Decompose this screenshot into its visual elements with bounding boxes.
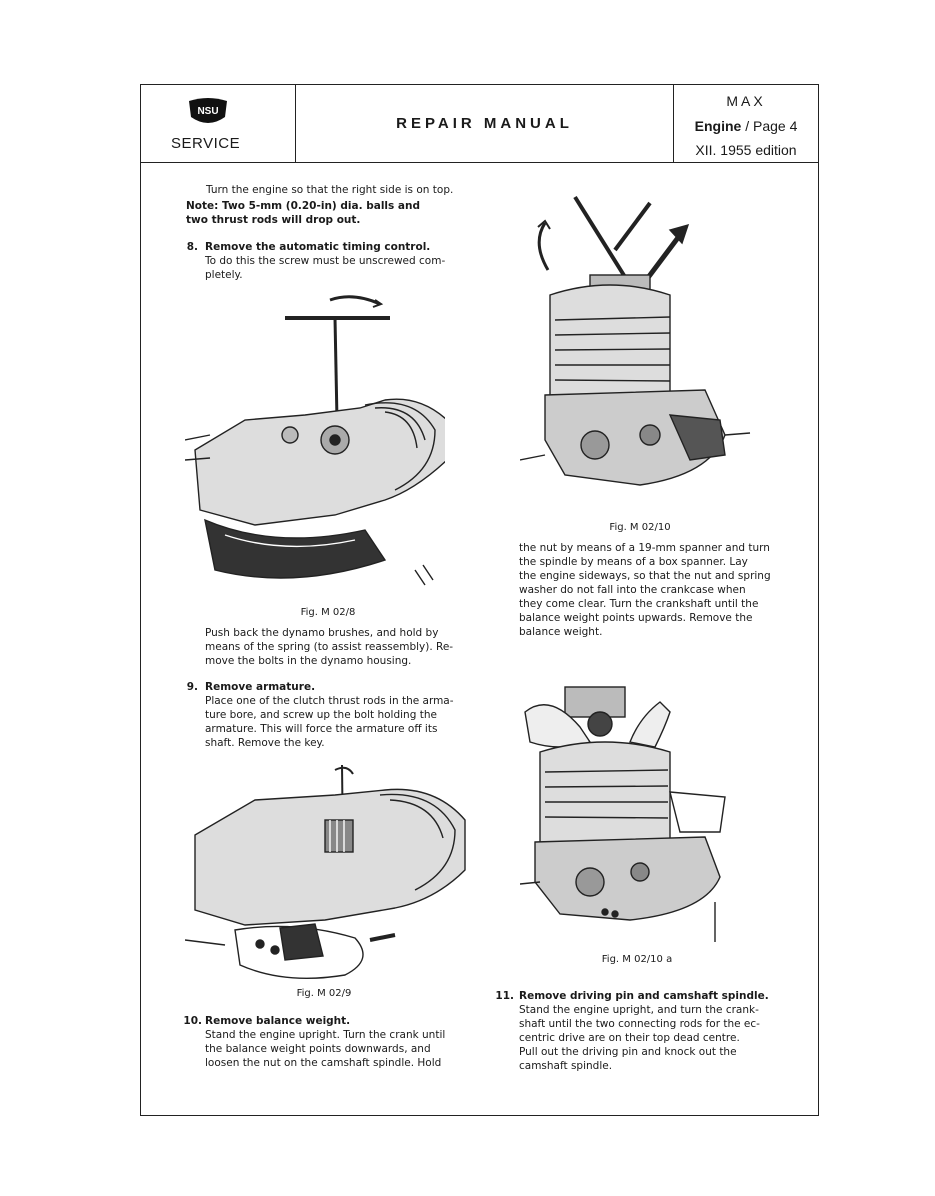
step-10-title: Remove balance weight. (205, 1015, 351, 1027)
note-text: Note: Two 5-mm (0.20-in) dia. balls and … (186, 200, 420, 226)
armature-removal-illustration (185, 764, 466, 980)
step-8-number: 8. (186, 241, 198, 253)
nsu-logo-icon: NSU (189, 98, 227, 123)
header-logo-cell: NSU SERVICE (141, 85, 296, 162)
after-fig10-text: the nut by means of a 19-mm spanner and … (519, 542, 771, 638)
edition-label: XII. 1955 edition (695, 142, 797, 158)
step-9-title: Remove armature. (205, 681, 316, 693)
page-number: / Page 4 (741, 118, 798, 134)
service-label: SERVICE (171, 135, 241, 152)
header-meta-cell: MAX Engine / Page 4 XII. 1955 edition (674, 85, 818, 162)
fig-m02-10-caption: Fig. M 02/10 (609, 522, 671, 533)
step-11-body: Stand the engine upright, and turn the c… (519, 1004, 760, 1072)
logo-text: NSU (197, 106, 218, 117)
step-8-title: Remove the automatic timing control. (205, 241, 431, 253)
engine-hands-illustration (520, 686, 726, 942)
step-10-number: 10. (183, 1015, 202, 1027)
step-11-title: Remove driving pin and camshaft spindle. (519, 990, 769, 1002)
manual-title: REPAIR MANUAL (396, 115, 573, 132)
page-indicator: Engine / Page 4 (674, 118, 818, 134)
step-9-number: 9. (186, 681, 198, 693)
page-header: NSU SERVICE REPAIR MANUAL MAX Engine / P… (141, 85, 818, 163)
header-title-cell: REPAIR MANUAL (296, 85, 674, 162)
fig-m02-9-caption: Fig. M 02/9 (296, 988, 352, 999)
section-name: Engine (694, 118, 742, 134)
step-10-body: Stand the engine upright. Turn the crank… (205, 1029, 446, 1069)
model-name: MAX (726, 93, 766, 109)
balance-weight-illustration (520, 195, 751, 486)
engine-timing-illustration (185, 295, 445, 586)
fig-m02-10a-caption: Fig. M 02/10 a (601, 954, 673, 965)
step-8-body: To do this the screw must be unscrewed c… (205, 255, 446, 281)
step-11-number: 11. (495, 990, 514, 1002)
step-9-body: Place one of the clutch thrust rods in t… (205, 695, 454, 749)
page-frame: NSU SERVICE REPAIR MANUAL MAX Engine / P… (140, 84, 819, 1116)
intro-text: Turn the engine so that the right side i… (206, 184, 454, 196)
after-fig8-text: Push back the dynamo brushes, and hold b… (205, 627, 454, 667)
fig-m02-8-caption: Fig. M 02/8 (300, 607, 356, 618)
